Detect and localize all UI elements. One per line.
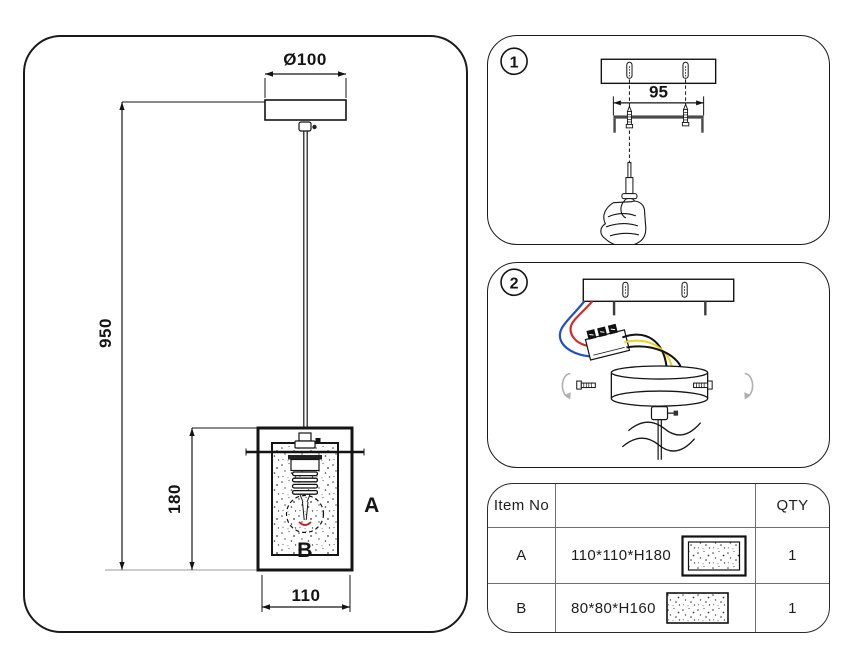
rotation-arrow	[561, 372, 571, 400]
wire-blue	[558, 300, 595, 358]
product-dimension-panel: Ø100 950	[23, 35, 468, 633]
step1-drawing: 1 95	[500, 47, 717, 244]
rotation-arrow	[744, 372, 754, 400]
keyhole-slot	[681, 281, 688, 298]
lamp-socket	[288, 432, 322, 495]
canopy-diameter-label: Ø100	[283, 50, 327, 69]
mounting-bracket	[613, 115, 704, 133]
step1-number-badge	[500, 47, 528, 76]
parts-table: Item No QTY A 110*110*H180 1	[487, 483, 830, 633]
shade-width-dimension	[261, 575, 351, 612]
step2-drawing: 2	[500, 268, 754, 460]
cable-break-wave	[621, 437, 696, 452]
bracket-width-dimension	[612, 96, 705, 116]
keyhole-slot	[626, 61, 633, 79]
side-screw	[693, 380, 713, 390]
keyhole-slot	[682, 61, 689, 79]
bracket-legs	[612, 301, 707, 316]
table-header-qty: QTY	[756, 484, 829, 528]
ceiling-plate	[582, 278, 735, 303]
table-header-item-no: Item No	[488, 484, 556, 528]
table-row-b-size: 80*80*H160	[571, 599, 656, 617]
pendant-lamp-drawing: Ø100 950	[96, 50, 380, 612]
hand	[600, 200, 647, 244]
step2-number: 2	[510, 274, 519, 292]
wire-yellow	[624, 339, 674, 369]
cord-strain-relief	[298, 121, 317, 132]
frame-label: A	[364, 494, 380, 517]
table-row-a-size: 110*110*H180	[571, 547, 672, 564]
keyhole-slot	[622, 281, 629, 298]
mounting-screw	[681, 79, 690, 127]
shade-height-label: 180	[165, 484, 184, 514]
wire-red	[569, 300, 594, 348]
table-header-size	[556, 484, 756, 528]
wire-black	[626, 345, 682, 367]
part-a-thumbnail	[681, 534, 747, 577]
canopy-diameter-dimension	[264, 71, 347, 98]
canopy-cylinder	[610, 365, 709, 407]
cord-grip	[650, 406, 679, 421]
bracket-width-label: 95	[649, 82, 668, 101]
light-bulb	[285, 494, 325, 534]
suspension-cord	[303, 131, 308, 433]
step2-number-badge	[500, 268, 528, 297]
wire-black	[622, 333, 668, 367]
table-row-b-item: B	[488, 584, 556, 632]
step1-number: 1	[510, 53, 519, 71]
step1-panel: 1 95	[487, 35, 830, 245]
glass-label: B	[297, 539, 313, 562]
ceiling-canopy	[264, 99, 347, 121]
shade-height-dimension	[189, 427, 260, 570]
mounting-screw	[625, 79, 634, 163]
table-row-b-size-cell: 80*80*H160	[556, 584, 756, 632]
part-b-thumbnail	[666, 592, 729, 624]
side-screw	[576, 380, 596, 390]
step2-panel: 2	[487, 262, 830, 468]
cable-break-wave	[627, 421, 702, 436]
ceiling-plate	[600, 58, 717, 85]
table-row-a-size-cell: 110*110*H180	[556, 528, 756, 584]
pendant-cable	[621, 419, 702, 460]
bulb-filament-red	[298, 521, 312, 526]
table-row-a-item: A	[488, 528, 556, 584]
table-row-a-qty: 1	[756, 528, 829, 584]
shade-width-label: 110	[292, 586, 321, 605]
table-row-b-qty: 1	[788, 599, 797, 617]
terminal-block	[584, 323, 631, 361]
mounting-crossbar	[245, 448, 365, 456]
overall-height-label: 950	[96, 318, 115, 348]
